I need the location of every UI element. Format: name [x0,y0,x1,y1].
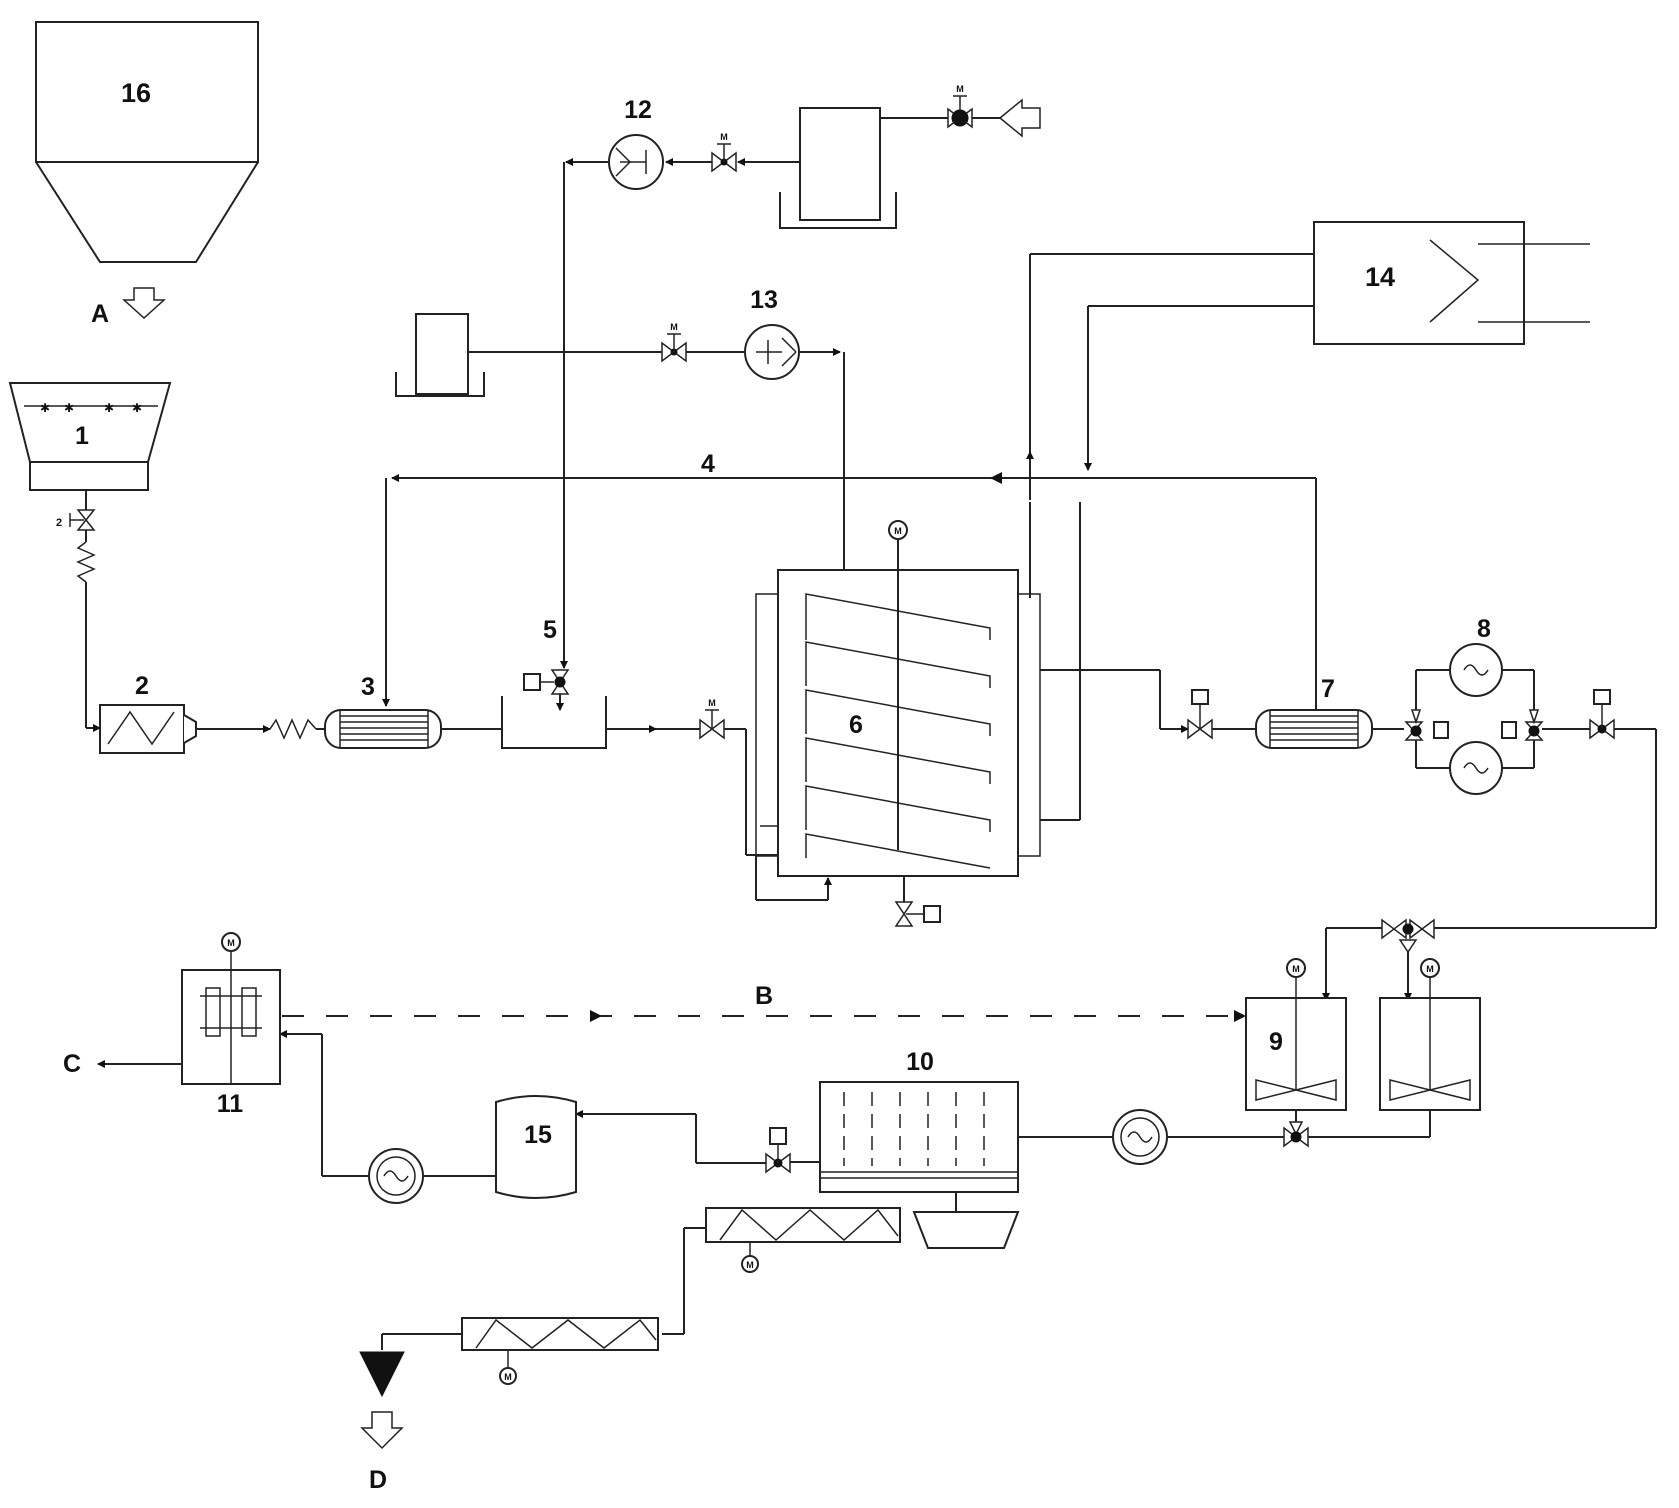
screw-conveyor-2: 2 [99,672,197,754]
mixing-tank-9: M 9 [1245,958,1347,1111]
stream-a-arrow: A [91,287,166,328]
stream-a-label: A [91,300,109,328]
pump-13-motor-valve: M [661,322,687,363]
unit-14: 14 [1313,221,1590,345]
svg-text:M: M [894,526,902,536]
tank-15-label: 15 [524,1121,552,1149]
reactor-inlet-motor-valve: M [699,698,725,740]
pump-12-motor-valve: M [711,132,737,173]
discharge-funnel [359,1351,405,1398]
reagent-tank-12 [779,107,897,229]
reagent-inlet-arrow [998,98,1041,138]
mixing-tank-9b: M [1379,958,1481,1111]
svg-text:✱: ✱ [104,401,114,415]
vessel-5-label: 5 [543,616,557,644]
filter-outlet-valve [765,1127,791,1174]
svg-text:M: M [504,1372,512,1382]
pump-13-label: 13 [750,286,778,314]
exchanger-7-label: 7 [1321,675,1335,703]
screw-2-label: 2 [135,672,149,700]
svg-text:✱: ✱ [132,401,142,415]
tank-1: ✱ ✱ ✱ ✱ 1 [8,382,172,491]
svg-text:✱: ✱ [40,401,50,415]
svg-text:M: M [670,322,678,332]
svg-text:M: M [1426,964,1434,974]
svg-text:M: M [746,1260,754,1270]
stream-b: B [282,982,1246,1022]
unit-11-label: 11 [217,1090,244,1118]
stream-d-arrow [360,1411,404,1450]
line-4-label: 4 [701,450,715,478]
filter-feed-pump [1112,1109,1168,1165]
stream-d-label: D [369,1466,387,1494]
screw-conveyor-lower: M [461,1317,659,1385]
svg-text:M: M [956,84,964,94]
hopper-16-label: 16 [121,78,151,108]
reactor-6-label: 6 [849,711,863,739]
exchanger-7-inlet-valve [1187,689,1213,740]
pumps-8-outlet-valve [1589,689,1615,740]
screw-conveyor-upper: M [705,1207,901,1273]
tank-15-pump [368,1148,424,1204]
svg-text:M: M [227,938,235,948]
pump-group-8: 8 [1404,615,1544,795]
filter-cake-hopper [912,1211,1020,1249]
recycle-line-4: 4 [382,450,1317,710]
unit-11: M 11 [181,932,281,1118]
unit-14-label: 14 [1365,262,1395,292]
filter-10: 10 [819,1048,1019,1193]
storage-tank-15: 15 [495,1095,577,1199]
valve-small-label: 2 [56,517,62,529]
heat-exchanger-7: 7 [1255,675,1373,749]
svg-text:M: M [720,132,728,142]
reactor-6: M 6 [755,520,1041,927]
pump-12-label: 12 [624,96,652,124]
heat-exchanger-3: 3 [324,673,442,749]
tank-9-label: 9 [1269,1028,1283,1056]
pumps-8-label: 8 [1477,615,1491,643]
tank-1-discharge-valve: 2 [56,490,101,732]
reagent-tank-13 [395,313,485,397]
stream-c-label: C [63,1050,81,1078]
pump-12: 12 [608,96,664,190]
tank-9-outlet-valve [1283,1121,1309,1148]
svg-text:M: M [708,698,716,708]
exchanger-3-label: 3 [361,673,375,701]
svg-text:✱: ✱ [64,401,74,415]
pump-13: 13 [744,286,800,380]
svg-text:M: M [1292,964,1300,974]
tank-9-distribution-valve [1322,918,1435,1001]
vessel-5: 5 [501,616,607,749]
tank-1-label: 1 [75,422,89,450]
reagent-inlet-motor-valve: M [947,84,973,129]
hopper-16: 16 [35,21,259,263]
filter-10-label: 10 [906,1048,934,1076]
stream-b-label: B [755,982,773,1010]
